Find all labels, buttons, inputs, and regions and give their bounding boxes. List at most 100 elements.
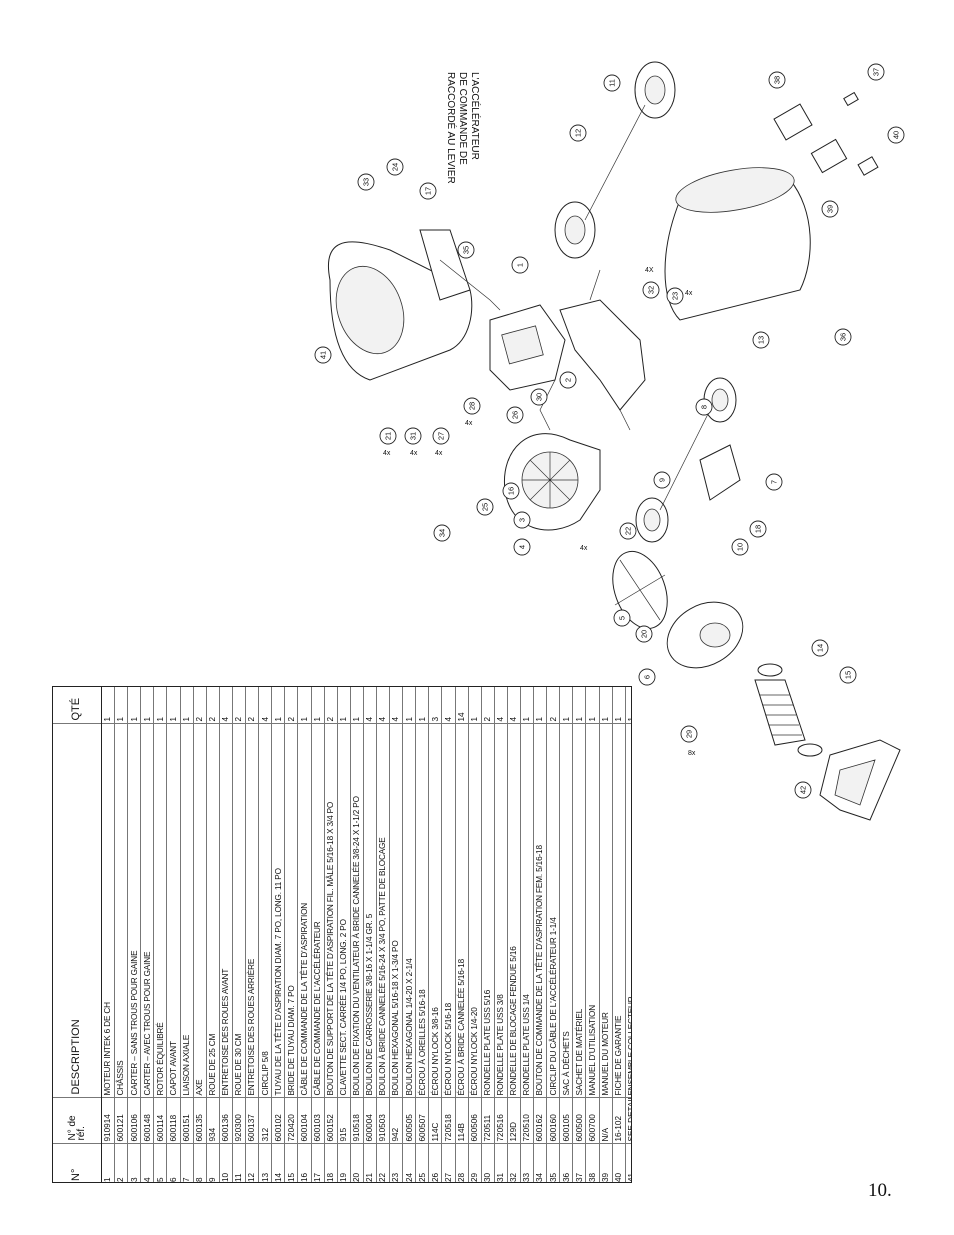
part-number: 39 <box>599 1144 613 1182</box>
header-no: N° <box>53 1144 102 1182</box>
callout-bubble <box>357 173 375 191</box>
part-quantity: 1 <box>140 687 154 724</box>
multiplier-31: 4x <box>410 450 418 457</box>
part-number: 37 <box>572 1144 586 1182</box>
reference-number: SEE DETAIL <box>625 1098 631 1144</box>
callout-label: 37 <box>872 68 881 76</box>
reference-number: 600135 <box>193 1098 207 1144</box>
part-number: 15 <box>284 1144 298 1182</box>
callout-label: 35 <box>462 246 471 254</box>
callout-label: 1 <box>516 263 525 267</box>
callout-label: 9 <box>658 478 667 482</box>
part-number: 23 <box>389 1144 403 1182</box>
part-quantity: 4 <box>219 687 233 724</box>
part-description: ENTRETOISE DES ROUES AVANT <box>219 724 233 1098</box>
part-description: AXE <box>193 724 207 1098</box>
reference-number: 129D <box>507 1098 521 1144</box>
part-quantity: 1 <box>114 687 128 724</box>
callout-41: 41 <box>314 346 332 364</box>
callout-18: 18 <box>749 520 767 538</box>
callout-label: 32 <box>647 286 656 294</box>
part-number: 8 <box>193 1144 207 1182</box>
part-number: 7 <box>180 1144 194 1182</box>
callout-24: 24 <box>386 158 404 176</box>
reference-number: N/A <box>599 1098 613 1144</box>
callout-bubble <box>457 241 475 259</box>
note-line-3: L'ACCÉLÉRATEUR <box>469 72 482 160</box>
part-number: 41 <box>625 1144 631 1182</box>
callout-label: 31 <box>409 432 418 440</box>
part-description: ROUE DE 30 cm <box>232 724 246 1098</box>
rear-wheel-right <box>634 61 676 119</box>
part-number: 22 <box>376 1144 390 1182</box>
callout-bubble <box>569 124 587 142</box>
part-number: 4 <box>140 1144 154 1182</box>
part-number: 30 <box>481 1144 495 1182</box>
callout-34: 34 <box>433 524 451 542</box>
front-wheel-right <box>703 377 737 423</box>
part-number: 5 <box>153 1144 167 1182</box>
callout-bubble <box>619 522 637 540</box>
multiplier-32: 4X <box>645 267 654 274</box>
callout-label: 27 <box>437 432 446 440</box>
multiplier-28a: 4x <box>465 420 473 427</box>
callout-bubble <box>433 524 451 542</box>
part-number: 31 <box>494 1144 508 1182</box>
warranty-card <box>857 156 879 176</box>
page-number: 10. <box>868 1180 892 1201</box>
suction-hose <box>754 679 806 746</box>
part-number: 14 <box>271 1144 285 1182</box>
callout-label: 7 <box>770 480 779 484</box>
header-description: DESCRIPTION <box>53 724 102 1098</box>
callout-bubble <box>666 287 684 305</box>
part-quantity: 4 <box>258 687 272 724</box>
callout-bubble <box>768 71 786 89</box>
part-quantity: 2 <box>245 687 259 724</box>
reference-number: 16-102 <box>612 1098 626 1144</box>
callout-bubble <box>404 427 422 445</box>
callout-21: 21 <box>379 427 397 445</box>
callout-label: 12 <box>574 129 583 137</box>
callout-11: 11 <box>603 74 621 92</box>
reference-number: 910503 <box>376 1098 390 1144</box>
reference-number: 600137 <box>245 1098 259 1144</box>
callout-label: 36 <box>839 333 848 341</box>
part-description: CARTER – SANS TROUS POUR GAINE <box>127 724 141 1098</box>
callout-label: 2 <box>564 378 573 382</box>
callout-15: 15 <box>839 666 857 684</box>
callout-9: 9 <box>653 471 671 489</box>
reference-number: 600118 <box>166 1098 181 1144</box>
reference-number: 910518 <box>350 1098 364 1144</box>
callout-22: 22 <box>619 522 637 540</box>
part-description: CAPOT AVANT <box>166 724 181 1098</box>
part-number: 32 <box>507 1144 521 1182</box>
callout-bubble <box>642 281 660 299</box>
hardware-bag <box>843 91 859 107</box>
part-number: 27 <box>441 1144 456 1182</box>
part-description: ROTOR ÉQUILIBRÉ <box>153 724 167 1098</box>
reference-number: 600148 <box>140 1098 154 1144</box>
callout-bubble <box>765 473 783 491</box>
collector-assembly <box>328 229 501 381</box>
callout-26: 26 <box>506 406 524 424</box>
callout-39: 39 <box>821 200 839 218</box>
reference-number: 720516 <box>494 1098 508 1144</box>
reference-number: 114B <box>455 1098 469 1144</box>
reference-number: 114C <box>428 1098 442 1144</box>
part-number: 38 <box>585 1144 600 1182</box>
reference-number: 910914 <box>101 1098 115 1144</box>
reference-number: 600507 <box>415 1098 429 1144</box>
part-quantity: 1 <box>101 687 115 724</box>
part-description: ROUE DE 25 cm <box>206 724 220 1098</box>
part-quantity: 1 <box>271 687 285 724</box>
callout-bubble <box>502 482 520 500</box>
callout-label: 38 <box>773 76 782 84</box>
callout-label: 41 <box>319 351 328 359</box>
chassis <box>539 269 646 431</box>
